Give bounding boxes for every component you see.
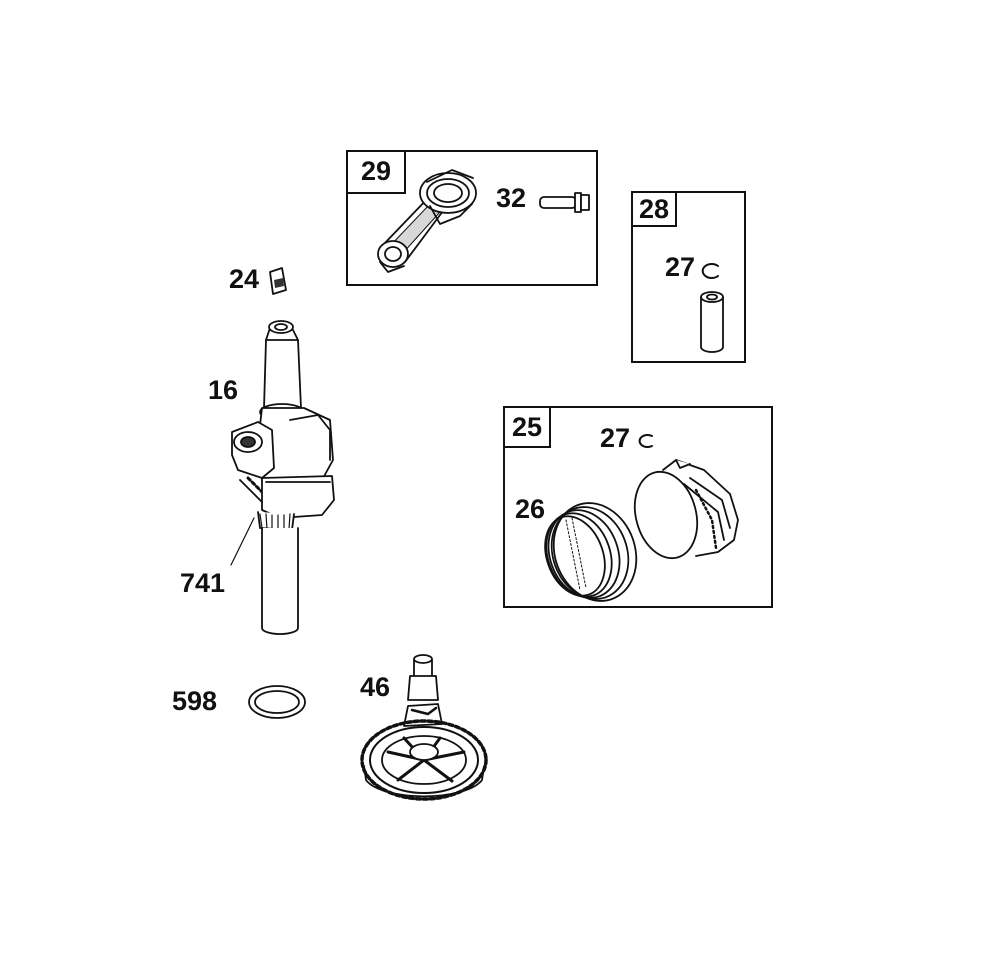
kit-box-29: 29 xyxy=(346,150,598,286)
bolt-icon xyxy=(539,192,590,213)
retainer-clip-icon xyxy=(701,263,719,279)
kit-number-29: 29 xyxy=(348,152,406,194)
kit-box-25: 25 xyxy=(503,406,773,608)
callout-26: 26 xyxy=(515,494,546,524)
kit-box-28: 28 xyxy=(631,191,746,363)
callout-16: 16 xyxy=(208,375,239,405)
callout-32: 32 xyxy=(496,183,527,213)
piston-rings-icon xyxy=(544,502,638,602)
retainer-clip-icon xyxy=(638,434,653,448)
callout-24: 24 xyxy=(229,264,260,294)
callout-27-piston: 27 xyxy=(600,423,631,453)
crankshaft-icon xyxy=(231,320,335,519)
callout-27-pin: 27 xyxy=(665,252,696,282)
kit-number-25: 25 xyxy=(505,408,551,448)
piston-pin-icon xyxy=(700,291,724,353)
callout-741: 741 xyxy=(180,568,226,598)
kit-number-28: 28 xyxy=(633,193,677,227)
piston-icon xyxy=(633,459,739,560)
seal-ring-icon xyxy=(248,685,306,719)
callout-46: 46 xyxy=(360,672,391,702)
timing-gear-icon xyxy=(230,511,299,635)
callout-598: 598 xyxy=(172,686,218,716)
connecting-rod-icon xyxy=(377,169,477,273)
key-icon xyxy=(269,267,287,295)
camshaft-gear-icon xyxy=(360,654,488,801)
